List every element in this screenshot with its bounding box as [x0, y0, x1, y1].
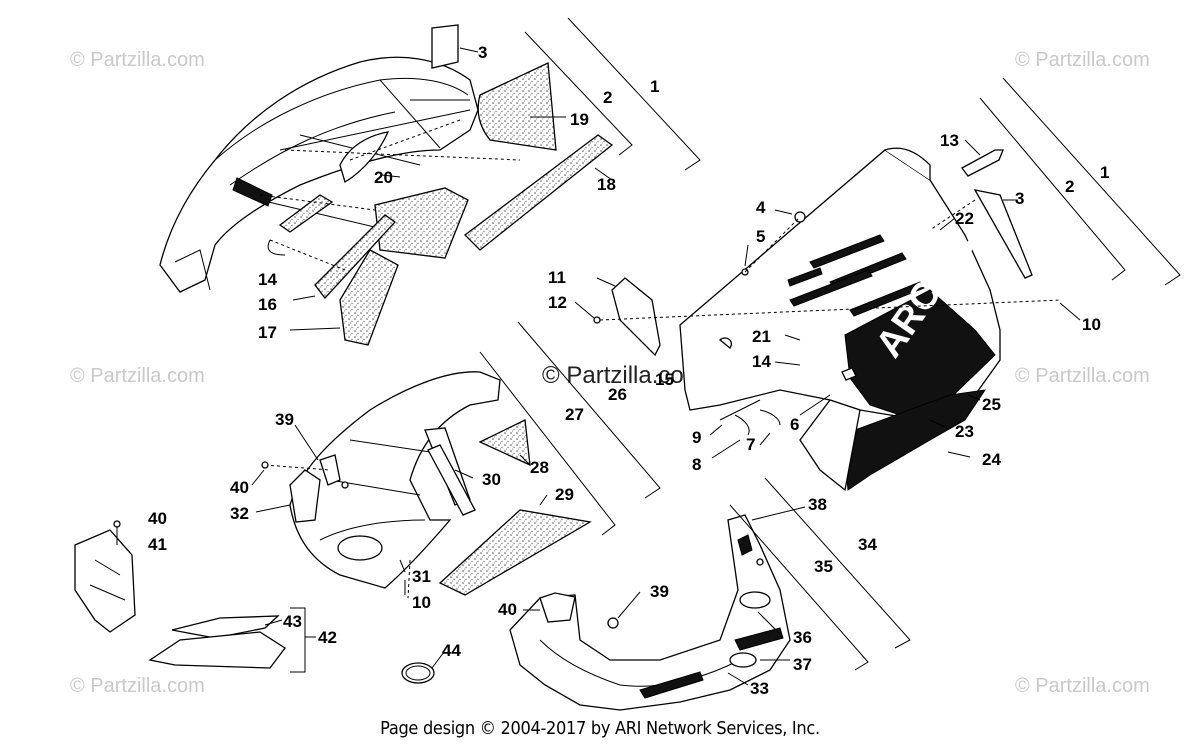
foam-pad-28[interactable]	[478, 419, 531, 467]
callout-14-ur: 14	[752, 352, 771, 371]
watermark-bottom-left: © Partzilla.com	[70, 675, 205, 697]
callout-1-ul: 1	[650, 77, 659, 96]
hood-assembly[interactable]	[159, 17, 701, 346]
callout-21: 21	[752, 327, 771, 346]
callout-35: 35	[814, 557, 833, 576]
side-trim-41[interactable]	[74, 529, 136, 633]
callout-40-lr: 40	[498, 600, 517, 619]
console-assembly[interactable]	[74, 321, 661, 684]
callout-40-side: 40	[148, 509, 167, 528]
callout-12: 12	[548, 293, 567, 312]
callout-39-ll: 39	[275, 410, 294, 429]
belly-pan[interactable]	[509, 514, 791, 711]
lower-decal-24[interactable]	[844, 389, 987, 491]
foam-strip-16[interactable]	[314, 214, 396, 300]
callout-10-ll: 10	[412, 593, 431, 612]
callout-34: 34	[858, 535, 877, 554]
page-footer: Page design © 2004-2017 by ARI Network S…	[380, 718, 820, 739]
screw-12[interactable]	[593, 316, 601, 324]
watermark-mid-right: © Partzilla.com	[1015, 365, 1150, 387]
watermark-center: © Partzilla.com	[542, 362, 704, 389]
callout-1-ur: 1	[1100, 163, 1109, 182]
callout-15: 15	[655, 370, 674, 389]
bracket-11[interactable]	[611, 277, 661, 357]
callout-8: 8	[692, 455, 701, 474]
seal-strip-3[interactable]	[973, 189, 1033, 279]
callout-41: 41	[148, 535, 167, 554]
callout-10-ur: 10	[1082, 315, 1101, 334]
console-shell[interactable]	[289, 371, 501, 589]
foam-pad-19[interactable]	[477, 62, 557, 151]
callouts: 3 1 2 19 18 20 14 16 17 13 1 2 3 22 4 5 …	[148, 43, 1109, 698]
callout-32: 32	[230, 504, 249, 523]
callout-9: 9	[692, 428, 701, 447]
callout-3-ur: 3	[1015, 189, 1024, 208]
foam-strip-18[interactable]	[464, 134, 614, 251]
callout-3-ul: 3	[478, 43, 487, 62]
callout-37: 37	[793, 655, 812, 674]
callout-22: 22	[955, 209, 974, 228]
belly-pan-assembly[interactable]	[509, 477, 911, 711]
callout-42: 42	[318, 628, 337, 647]
watermark-top-left: © Partzilla.com	[70, 49, 205, 71]
screw-40[interactable]	[113, 520, 121, 528]
callout-16: 16	[258, 295, 277, 314]
callout-28: 28	[530, 458, 549, 477]
callout-11: 11	[548, 268, 566, 287]
pin-clip-6[interactable]	[841, 367, 857, 381]
callout-43: 43	[283, 612, 302, 631]
rivet-39b[interactable]	[607, 617, 619, 629]
clip-38[interactable]	[737, 534, 753, 556]
callout-40-ll: 40	[230, 478, 249, 497]
callout-33: 33	[750, 679, 769, 698]
callout-13: 13	[940, 131, 959, 150]
callout-44: 44	[442, 641, 461, 660]
callout-29: 29	[555, 485, 574, 504]
watermark-top-right: © Partzilla.com	[1015, 49, 1150, 71]
callout-27: 27	[565, 405, 584, 424]
callout-6: 6	[790, 415, 799, 434]
bracket-32[interactable]	[289, 469, 321, 523]
watermark-bottom-right: © Partzilla.com	[1015, 675, 1150, 697]
callout-38: 38	[808, 495, 827, 514]
foam-pad-20[interactable]	[374, 187, 469, 259]
callout-25: 25	[982, 395, 1001, 414]
callout-5: 5	[756, 227, 765, 246]
watermarks: © Partzilla.com © Partzilla.com © Partzi…	[70, 49, 1150, 697]
windshield-tab[interactable]	[431, 24, 459, 69]
callout-2-ur: 2	[1065, 177, 1074, 196]
side-panel-assembly[interactable]: ARCTIC	[574, 77, 1181, 492]
foam-pad-14[interactable]	[278, 194, 334, 233]
callout-18: 18	[597, 175, 616, 194]
callout-31: 31	[412, 567, 431, 586]
foam-pad-17[interactable]	[339, 249, 399, 346]
callout-30: 30	[482, 470, 501, 489]
watermark-mid-left: © Partzilla.com	[70, 365, 205, 387]
rivet-39[interactable]	[319, 454, 341, 486]
callout-19: 19	[570, 110, 589, 129]
callout-20: 20	[374, 168, 393, 187]
latch-13[interactable]	[961, 149, 1004, 177]
callout-26: 26	[608, 385, 627, 404]
callout-39-lr: 39	[650, 582, 669, 601]
callout-7: 7	[746, 435, 755, 454]
clear-window[interactable]	[339, 131, 390, 183]
foam-strip-29[interactable]	[438, 509, 592, 596]
lower-trim-42[interactable]	[148, 631, 286, 669]
callout-4: 4	[756, 198, 766, 217]
callout-17: 17	[258, 323, 277, 342]
callout-23: 23	[955, 422, 974, 441]
callout-36: 36	[793, 628, 812, 647]
panel-louvers	[787, 234, 925, 317]
clip-30[interactable]	[427, 444, 476, 516]
callout-2-ul: 2	[603, 88, 612, 107]
callout-24: 24	[982, 450, 1001, 469]
hood-vent	[232, 177, 273, 207]
callout-14-ul: 14	[258, 270, 277, 289]
